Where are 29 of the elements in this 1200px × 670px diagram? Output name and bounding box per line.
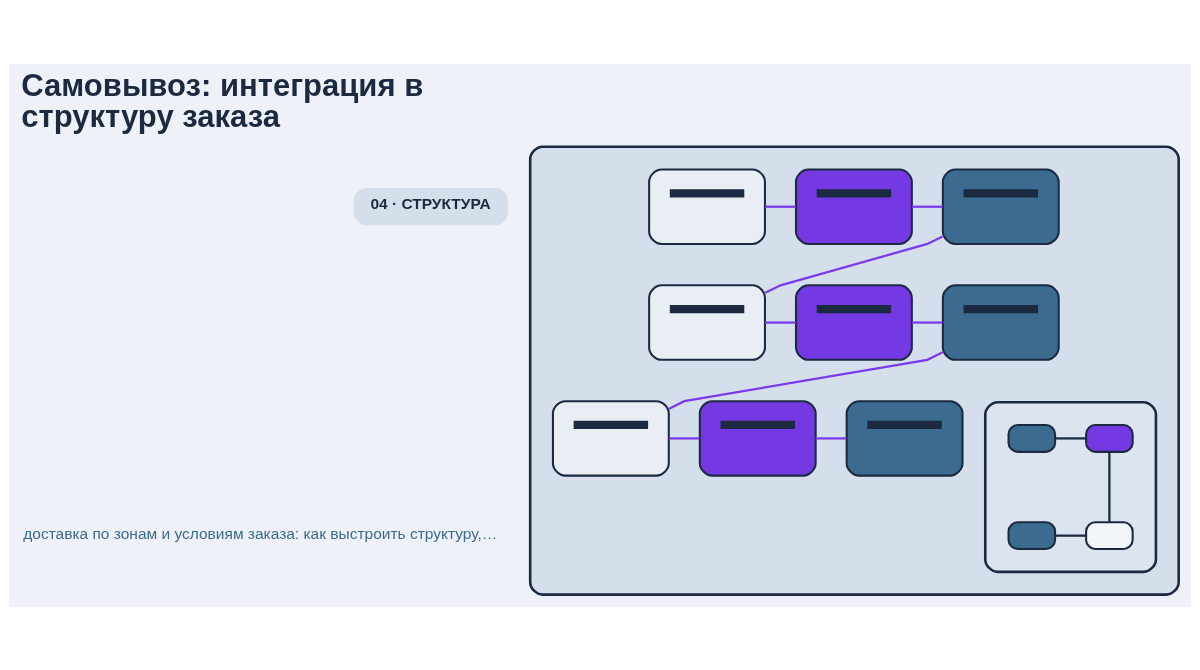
connector (668, 350, 944, 410)
connector (911, 205, 943, 208)
node-box (941, 283, 1060, 361)
cluster (528, 144, 1180, 596)
diagram-title: Самовывоз: интеграция в структуру заказа (21, 67, 424, 134)
connector (1055, 534, 1086, 537)
node-box (648, 167, 766, 245)
connector (1108, 451, 1111, 522)
node-box (698, 399, 817, 477)
connector (668, 436, 700, 440)
connector (815, 436, 847, 440)
node-box (1085, 423, 1134, 453)
node-box (941, 167, 1060, 245)
node-box (1085, 520, 1134, 550)
connector (1055, 436, 1086, 440)
connector (764, 234, 944, 294)
node-box (794, 167, 913, 245)
connector (765, 320, 796, 324)
node-box (845, 399, 964, 477)
cluster (983, 400, 1158, 573)
label: доставка по зонам и условиям заказа: как выстроить структуру,… (23, 524, 498, 542)
node-box (794, 283, 913, 361)
label: 04 · СТРУКТУРА (370, 194, 491, 212)
connector (911, 320, 943, 324)
node-box (1007, 520, 1057, 550)
connector (765, 205, 796, 208)
node-box (648, 283, 766, 361)
node-box (1007, 423, 1057, 453)
node-box (551, 399, 670, 477)
